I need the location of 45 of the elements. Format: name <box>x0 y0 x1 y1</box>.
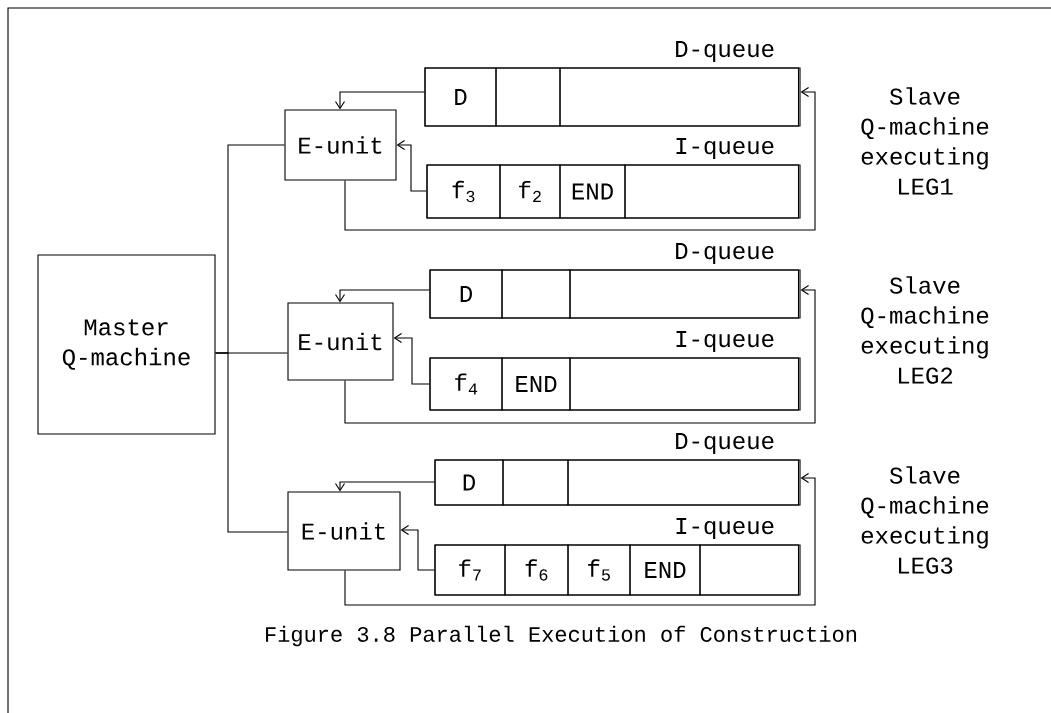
queue-cell: f$_{3}$ <box>426 164 501 219</box>
processor-box: Master Q-machine <box>37 254 216 435</box>
queue-cell <box>495 67 561 127</box>
queue-cell: D <box>429 269 503 319</box>
node-label: D-queue <box>676 41 774 62</box>
machine-label: Slave Q-machine executing LEG3 <box>861 466 989 574</box>
arrow <box>334 91 425 110</box>
arrow <box>393 332 430 385</box>
node-label: D-queue <box>676 433 774 454</box>
arrow <box>344 284 816 424</box>
queue-cell <box>501 269 571 319</box>
node-label: I-queue <box>676 518 774 539</box>
queue-cell <box>559 67 800 127</box>
arrow <box>334 481 435 492</box>
node-label: D-queue <box>676 243 774 264</box>
queue-cell: f$_{7}$ <box>434 544 506 596</box>
queue-cell: D <box>424 67 497 127</box>
arrow <box>344 86 816 231</box>
arrow <box>400 524 435 571</box>
unit-box: E-unit <box>284 109 397 181</box>
arrow <box>334 289 430 303</box>
queue-cell <box>569 357 800 411</box>
queue-cell: f$_{5}$ <box>567 544 631 596</box>
node-label: I-queue <box>676 331 774 352</box>
queue-cell <box>624 164 800 219</box>
queue-cell <box>567 459 800 506</box>
arrow <box>344 472 816 606</box>
queue-cell <box>699 544 800 596</box>
queue-cell: f$_{4}$ <box>429 357 503 411</box>
machine-label: Slave Q-machine executing LEG1 <box>861 87 989 195</box>
node-label: I-queue <box>676 138 774 159</box>
figure-caption: Figure 3.8 Parallel Execution of Construction <box>266 625 857 647</box>
queue-cell: D <box>434 459 504 506</box>
queue-cell <box>502 459 569 506</box>
queue-cell <box>569 269 800 319</box>
queue-cell: f$_{2}$ <box>499 164 561 219</box>
arrow <box>396 139 427 192</box>
unit-box: E-unit <box>287 302 394 381</box>
queue-cell: END <box>501 357 571 411</box>
queue-cell: f$_{6}$ <box>504 544 569 596</box>
unit-box: E-unit <box>287 491 401 571</box>
queue-cell: END <box>629 544 701 596</box>
connector-line <box>215 352 288 533</box>
machine-label: Slave Q-machine executing LEG2 <box>861 276 989 384</box>
queue-cell: END <box>559 164 626 219</box>
